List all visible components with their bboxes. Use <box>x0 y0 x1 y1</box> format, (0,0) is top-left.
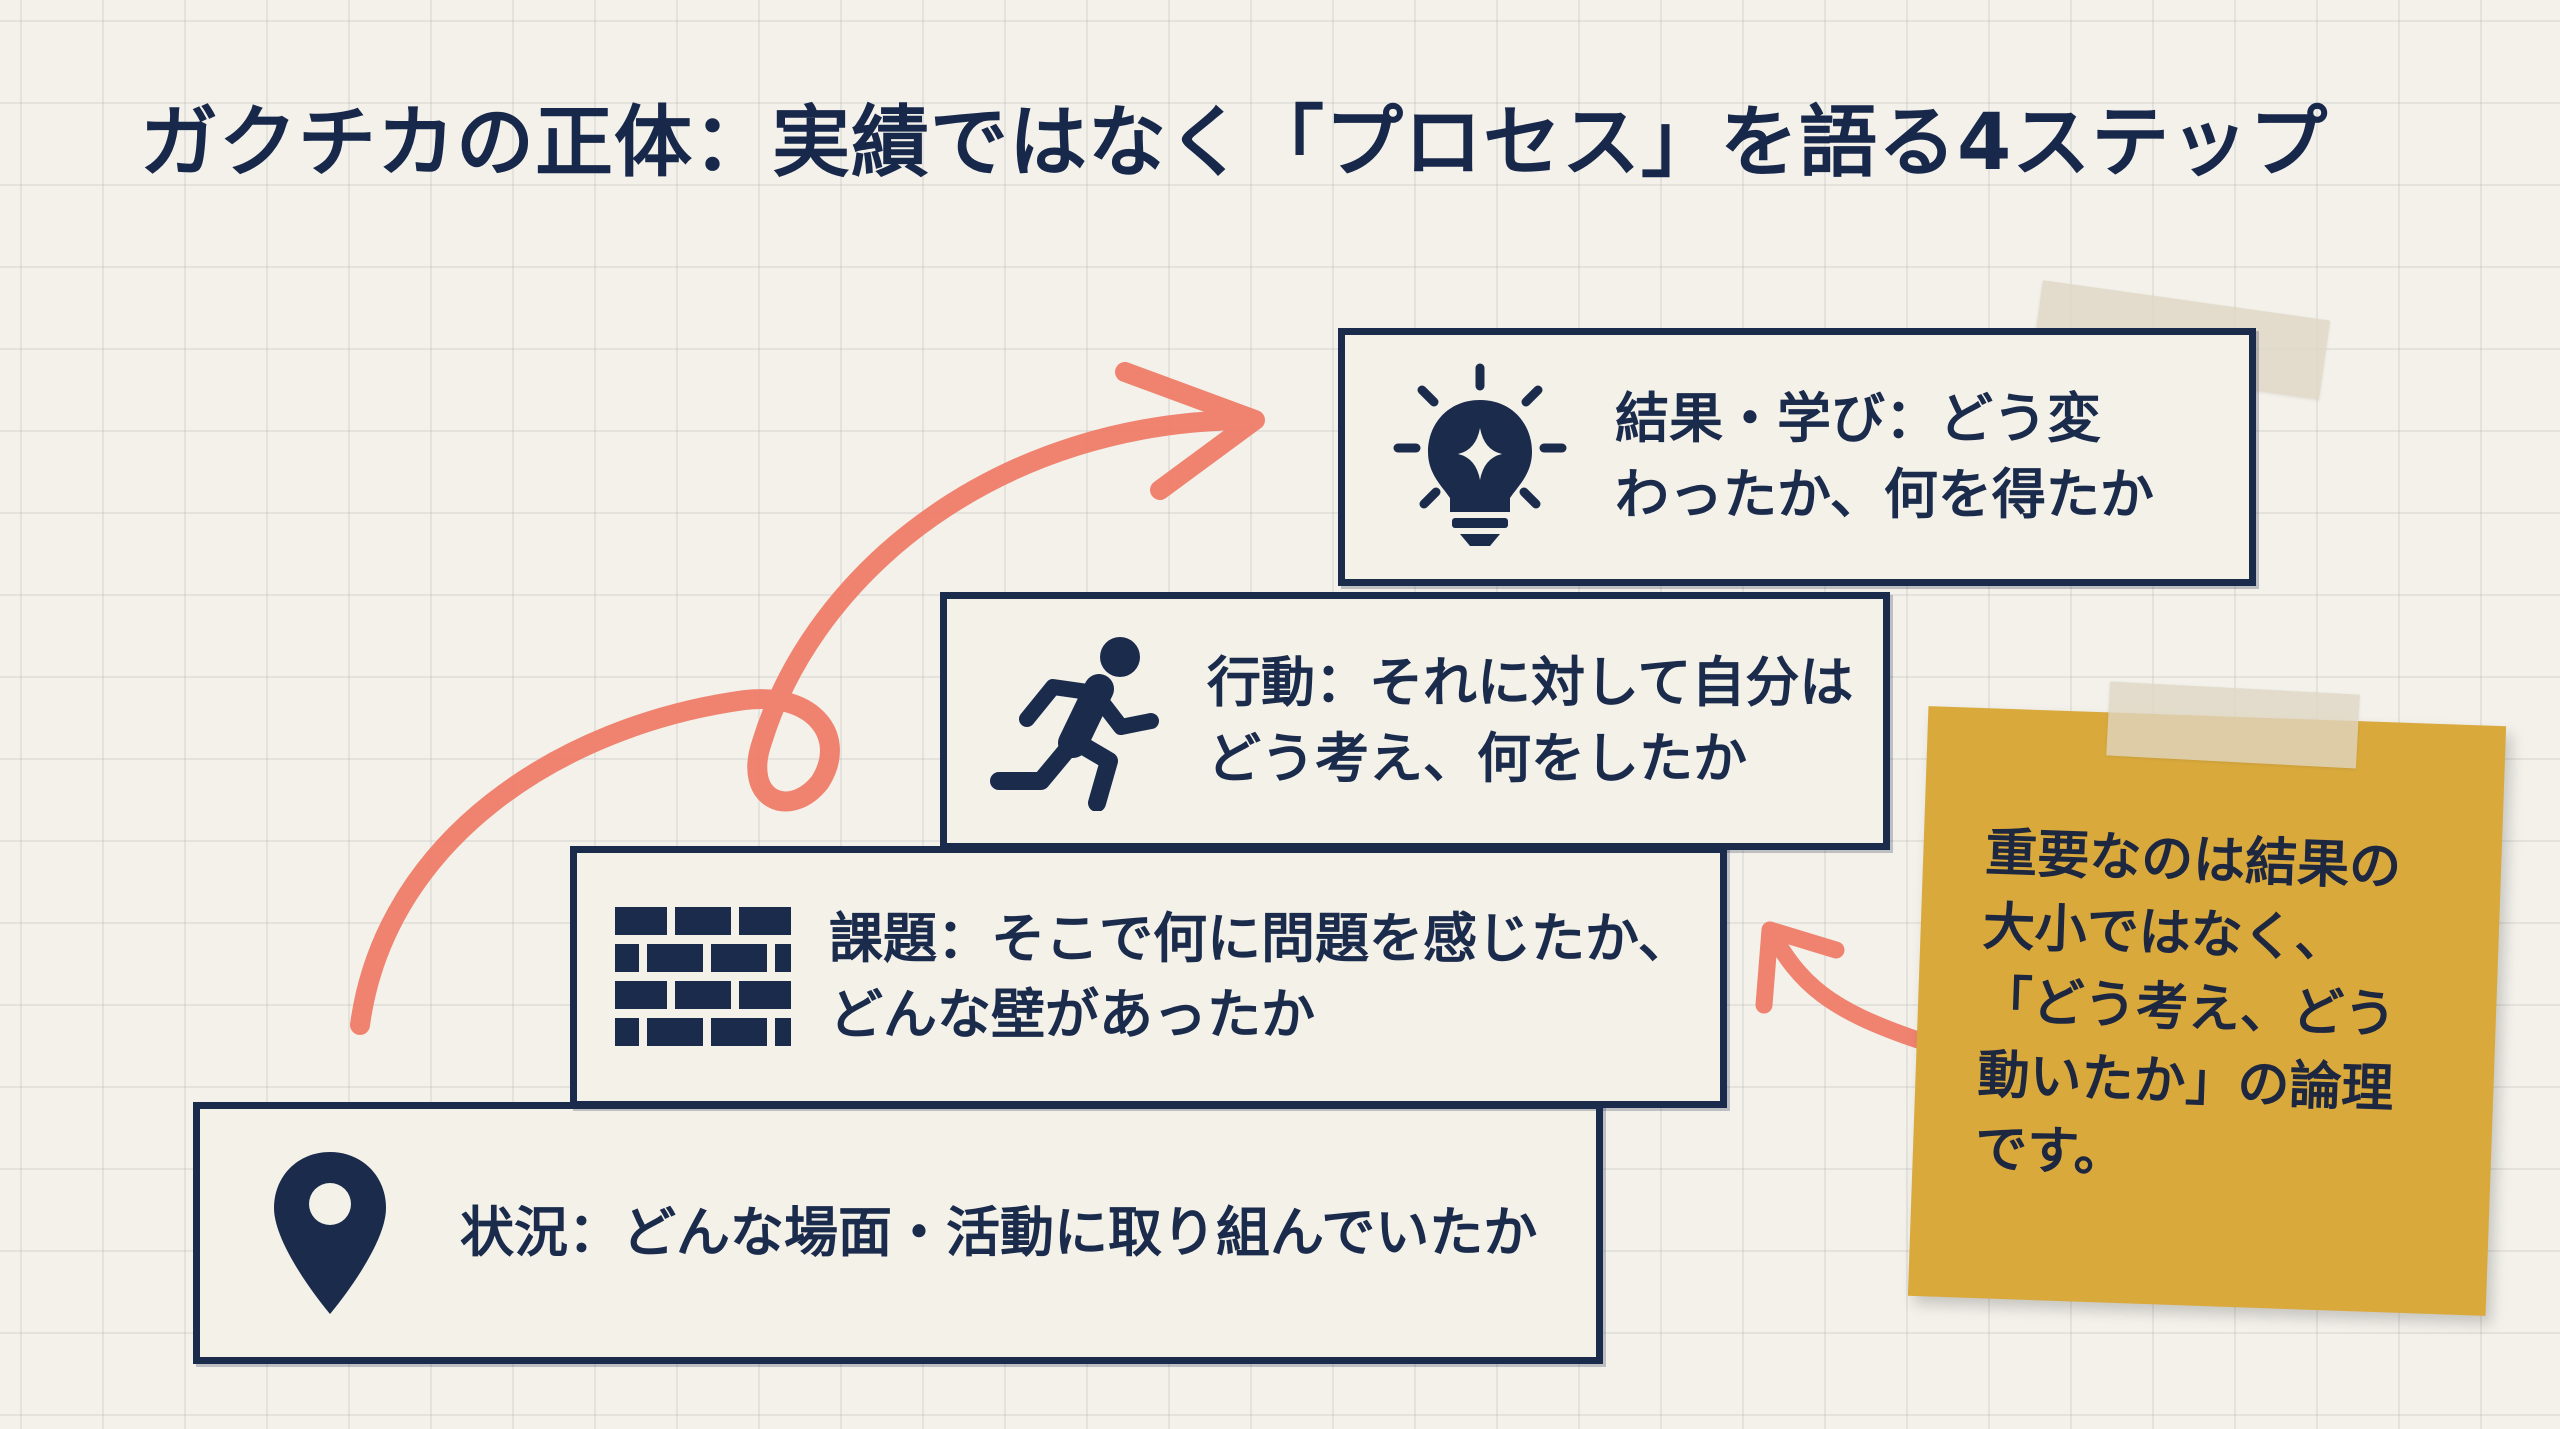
brick-wall-icon <box>577 907 829 1047</box>
step-card-result: 結果・学び：どう変 わったか、何を得たか <box>1338 328 2256 586</box>
masking-tape <box>2106 681 2360 769</box>
step-card-action: 行動：それに対して自分は どう考え、何をしたか <box>940 592 1890 850</box>
running-person-icon <box>947 631 1207 811</box>
step-text: 行動：それに対して自分は どう考え、何をしたか <box>1207 651 1854 790</box>
step-text: 結果・学び：どう変 わったか、何を得たか <box>1615 387 2154 526</box>
step-card-situation: 状況：どんな場面・活動に取り組んでいたか <box>193 1102 1603 1364</box>
step-text: 状況：どんな場面・活動に取り組んでいたか <box>460 1201 1538 1264</box>
step-card-challenge: 課題：そこで何に問題を感じたか、 どんな壁があったか <box>570 846 1727 1108</box>
step-text: 課題：そこで何に問題を感じたか、 どんな壁があったか <box>829 907 1692 1046</box>
lightbulb-icon <box>1345 362 1615 552</box>
sticky-note-text: 重要なのは結果の 大小ではなく、 「どう考え、どう 動いたか」の論理 です。 <box>1973 823 2403 1185</box>
map-pin-icon <box>200 1148 460 1318</box>
sticky-note: 重要なのは結果の 大小ではなく、 「どう考え、どう 動いたか」の論理 です。 <box>1907 706 2507 1316</box>
page-title: ガクチカの正体：実績ではなく「プロセス」を語る4ステップ <box>140 98 2329 188</box>
note-pointer-arrow <box>1755 921 1927 1049</box>
